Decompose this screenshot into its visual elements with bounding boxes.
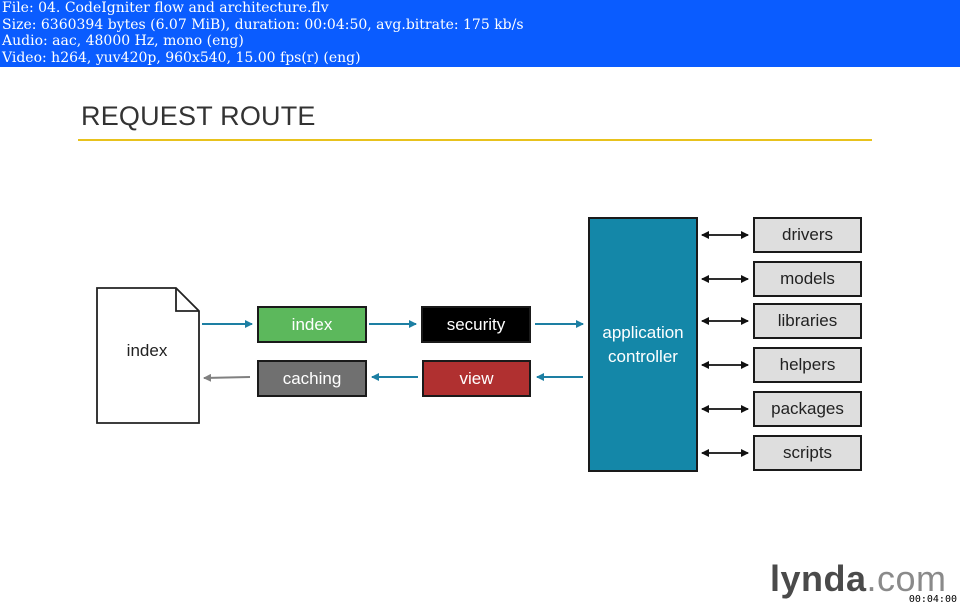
controller-label-line: application	[602, 322, 684, 342]
controller-label-line: controller	[608, 346, 678, 366]
video-timestamp: 00:04:00	[908, 594, 957, 605]
view-box: view	[422, 360, 531, 397]
lynda-logo: lynda.com	[770, 558, 947, 600]
component-libraries: libraries	[753, 303, 862, 339]
index-document-label: index	[126, 341, 168, 360]
component-drivers: drivers	[753, 217, 862, 253]
application-controller-box: application controller	[588, 217, 698, 472]
title-underline	[78, 139, 872, 141]
file-info-line: Video: h264, yuv420p, 960x540, 15.00 fps…	[2, 49, 361, 66]
caching-box: caching	[257, 360, 367, 397]
component-scripts: scripts	[753, 435, 862, 471]
component-helpers: helpers	[753, 347, 862, 383]
logo-suffix: .com	[866, 558, 947, 599]
arrow-caching-to-document	[203, 373, 251, 382]
file-info-banner: File: 04. CodeIgniter flow and architect…	[0, 0, 960, 67]
file-info-line: Audio: aac, 48000 Hz, mono (eng)	[2, 33, 244, 49]
index-document-icon	[96, 287, 200, 424]
logo-brand: lynda	[770, 558, 867, 599]
index-box: index	[257, 306, 367, 343]
slide-title: REQUEST ROUTE	[81, 101, 316, 131]
component-models: models	[753, 261, 862, 297]
component-packages: packages	[753, 391, 862, 427]
file-info-line: File: 04. CodeIgniter flow and architect…	[2, 0, 329, 16]
file-info-line: Size: 6360394 bytes (6.07 MiB), duration…	[2, 16, 524, 33]
security-box: security	[421, 306, 531, 343]
